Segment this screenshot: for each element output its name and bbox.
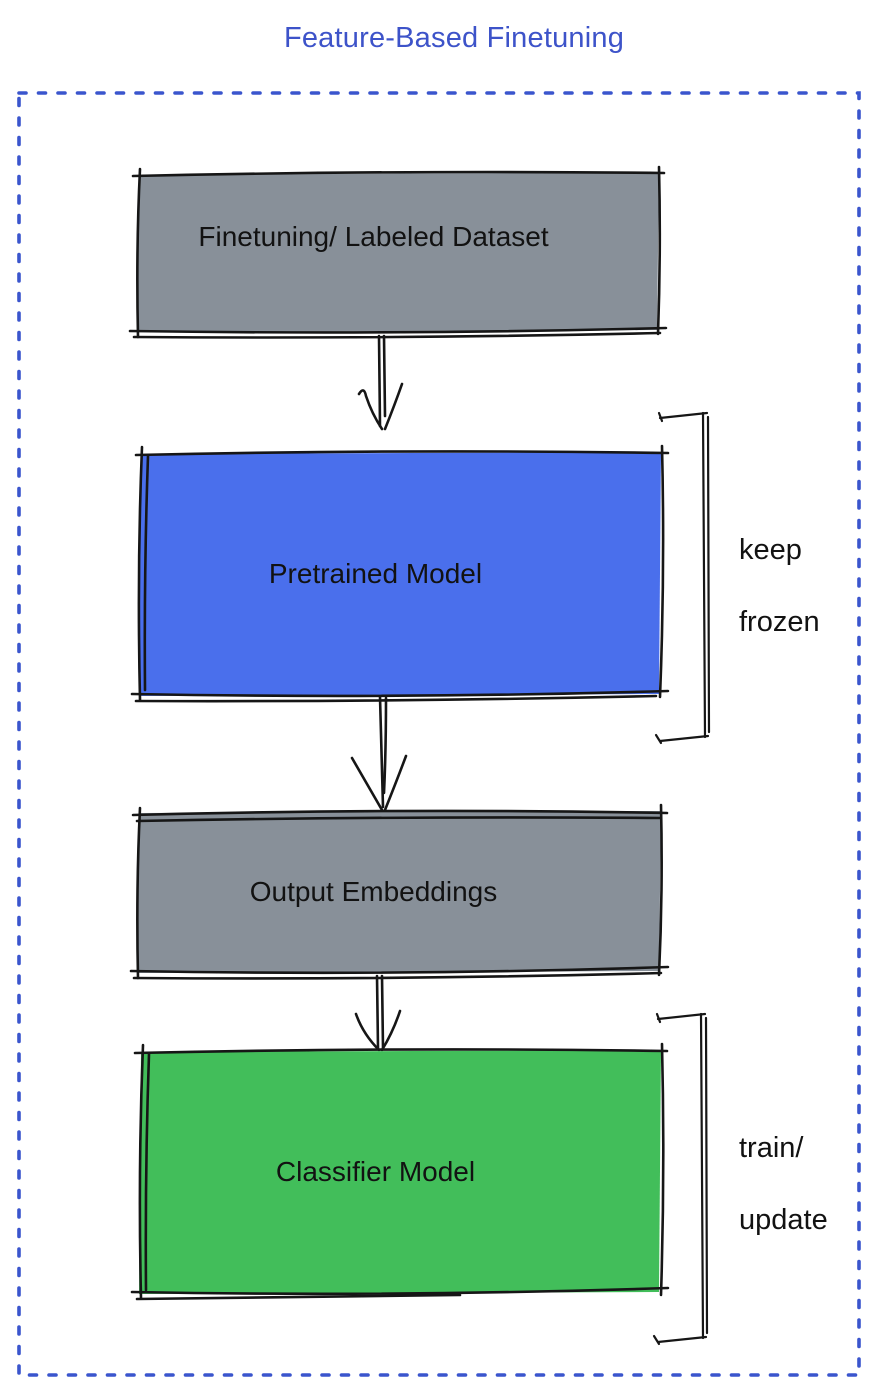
box-classifier-model xyxy=(130,1042,670,1301)
arrow-pretrained-to-embeddings xyxy=(350,695,408,812)
arrow-embeddings-to-classifier xyxy=(354,974,402,1052)
annotation-train-update-line1: train/ xyxy=(739,1132,804,1164)
diagram-title: Feature-Based Finetuning xyxy=(283,22,625,54)
box-finetuning-dataset xyxy=(128,165,668,339)
box-pretrained-model xyxy=(130,444,670,703)
annotation-keep-frozen-line1: keep xyxy=(739,534,802,566)
bracket-train-update xyxy=(652,1012,709,1346)
bracket-keep-frozen xyxy=(654,411,711,745)
annotation-train-update: train/ update xyxy=(739,1094,828,1238)
box-output-embeddings xyxy=(129,803,670,980)
annotation-keep-frozen-line2: frozen xyxy=(739,606,820,638)
annotation-train-update-line2: update xyxy=(739,1204,828,1236)
arrow-dataset-to-pretrained xyxy=(357,334,404,431)
annotation-keep-frozen: keep frozen xyxy=(739,496,820,640)
dotted-frame-border xyxy=(17,91,861,1377)
